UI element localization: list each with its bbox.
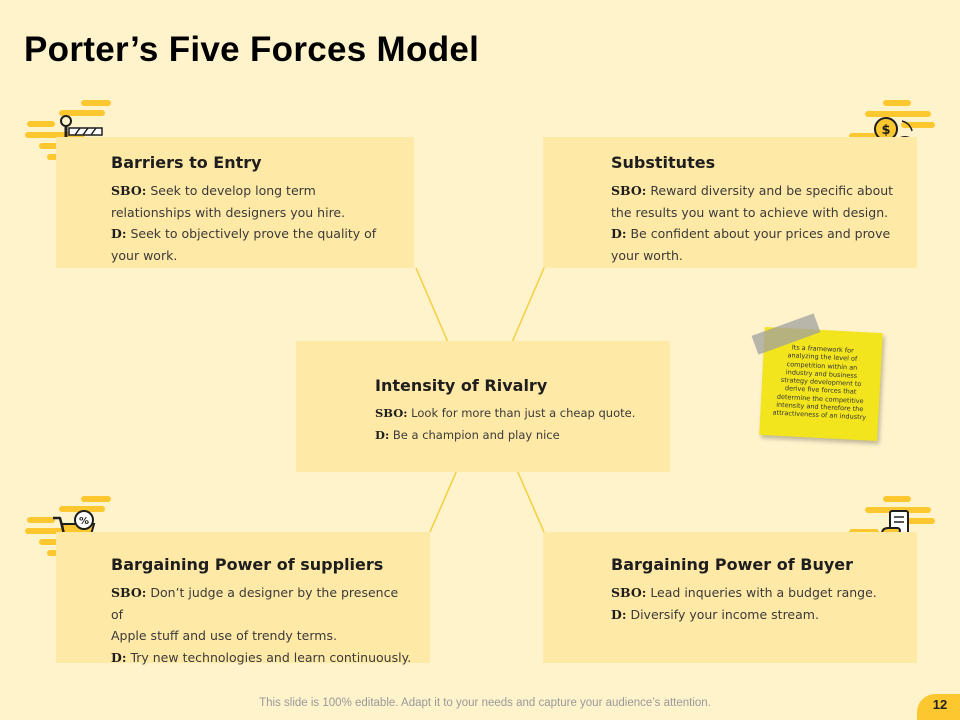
svg-text:%: %: [79, 516, 89, 527]
page-number-badge: [917, 694, 960, 720]
substitutes-box: Substitutes SBO: Reward diversity and be…: [543, 137, 917, 268]
sbo-text-cont: Apple stuff and use of trendy terms.: [111, 628, 337, 643]
bargaining-power-buyer-box: Bargaining Power of Buyer SBO: Lead inqu…: [543, 532, 917, 663]
d-text: D: Diversify your income stream.: [611, 606, 819, 622]
box-title: Barriers to Entry: [111, 153, 262, 172]
bargaining-power-suppliers-box: Bargaining Power of suppliers SBO: Don’t…: [56, 532, 430, 665]
sbo-text: SBO: Don’t judge a designer by the prese…: [111, 585, 399, 622]
box-title: Intensity of Rivalry: [375, 376, 548, 395]
sbo-text-cont: relationships with designers you hire.: [111, 204, 346, 220]
sbo-text: SBO: Seek to develop long term: [111, 183, 316, 198]
page-number: 12: [932, 697, 948, 712]
sbo-text: SBO: Look for more than just a cheap quo…: [375, 406, 636, 420]
slide-title: Porter’s Five Forces Model: [24, 30, 480, 69]
box-title: Substitutes: [611, 153, 716, 172]
d-text: D: Be a champion and play nice: [375, 427, 560, 442]
sbo-text: SBO: Lead inqueries with a budget range.: [611, 585, 877, 600]
box-title: Bargaining Power of suppliers: [111, 555, 384, 574]
d-text: D: Be confident about your prices and pr…: [611, 226, 891, 241]
d-text-cont: your work.: [111, 247, 178, 263]
barriers-to-entry-box: Barriers to Entry SBO: Seek to develop l…: [56, 137, 414, 268]
sbo-text: SBO: Reward diversity and be specific ab…: [611, 183, 894, 198]
intensity-of-rivalry-box: Intensity of Rivalry SBO: Look for more …: [296, 341, 670, 472]
box-title: Bargaining Power of Buyer: [611, 555, 853, 574]
svg-text:$: $: [881, 123, 890, 138]
d-text-cont: your worth.: [611, 247, 683, 263]
d-text: D: Try new technologies and learn contin…: [111, 649, 412, 665]
footer-note: This slide is 100% editable. Adapt it to…: [259, 697, 711, 709]
sbo-text-cont: the results you want to achieve with des…: [611, 204, 889, 220]
d-text: D: Seek to objectively prove the quality…: [111, 226, 377, 241]
